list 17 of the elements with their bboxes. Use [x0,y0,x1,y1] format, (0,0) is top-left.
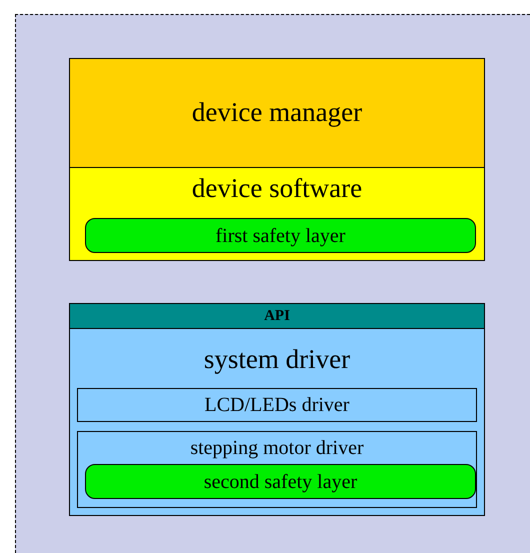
box-label: first safety layer [214,224,346,246]
driver-box [77,388,477,422]
driver-box [69,328,485,516]
box-label: LCD/LEDs driver [204,394,350,416]
box-label: device software [190,174,364,204]
safety-layer-box [85,464,476,499]
box-label: second safety layer [202,470,358,492]
driver-box [77,431,477,508]
box-label: API [263,308,291,324]
box-label: system driver [202,345,352,375]
manager-box [69,58,485,168]
software-box [69,167,485,261]
box-label: stepping motor driver [189,437,365,459]
safety-layer-box [85,218,476,253]
box-label: device manager [190,98,364,128]
api-bar [69,303,485,329]
device-enclosure [15,14,530,553]
